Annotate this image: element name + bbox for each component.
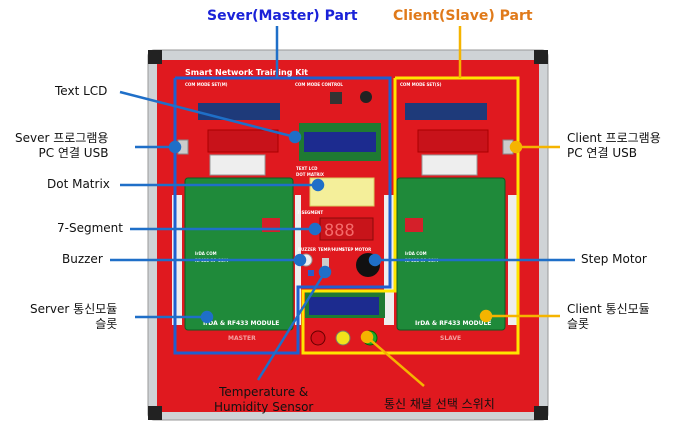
- label-text-lcd: Text LCD: [55, 84, 108, 98]
- control-buzzer: [360, 91, 372, 103]
- board-silkscreen-text: MASTER: [228, 335, 256, 342]
- label-line: Humidity Sensor: [214, 400, 314, 414]
- board-part: [417, 129, 489, 153]
- board-silkscreen-text: IrDA & RF433 MODULE: [203, 320, 279, 327]
- label-server-slot: Server 통신모듈 슬롯: [30, 302, 117, 332]
- board-title: Smart Network Training Kit: [185, 68, 308, 77]
- client-part-outline: [301, 76, 520, 355]
- label-seven-segment: 7-Segment: [57, 221, 123, 235]
- callout-dot: [318, 265, 332, 279]
- label-channel-switch: 통신 채널 선택 스위치: [384, 397, 495, 411]
- client-part-title: Client(Slave) Part: [393, 8, 533, 24]
- board-silkscreen-text: IrDA COM: [405, 251, 427, 256]
- relay-bank-left: [198, 103, 280, 120]
- client-module: [396, 177, 506, 331]
- callout-dot: [168, 140, 182, 154]
- board-silkscreen-text: COM MODE SET(M): [185, 82, 228, 87]
- red-button: [310, 330, 326, 346]
- board-silkscreen-text: 7-SEGMENT: [297, 210, 323, 215]
- temp-humidity-sensor: [322, 258, 329, 268]
- label-line: Client 프로그램용: [567, 131, 661, 145]
- mcu-chip: [330, 92, 342, 104]
- server-module: [184, 177, 294, 331]
- relay-bank-right: [405, 103, 487, 120]
- label-line: Client 통신모듈: [567, 302, 650, 316]
- callout-dot: [293, 253, 307, 267]
- callout-dot: [200, 310, 214, 324]
- board-silkscreen-text: IrDA & RF433 MODULE: [415, 320, 491, 327]
- label-line: Server 통신모듈: [30, 302, 118, 316]
- master-part-title: Sever(Master) Part: [207, 8, 358, 24]
- callout-dot: [308, 222, 322, 236]
- callout-dot: [479, 309, 493, 323]
- label-line: 슬롯: [95, 317, 118, 331]
- callout-dot: [509, 140, 523, 154]
- board-silkscreen-text: DOT MATRIX: [296, 172, 324, 177]
- corner: [534, 406, 548, 420]
- label-line: PC 연결 USB: [567, 146, 637, 160]
- board-silkscreen-text: SLAVE: [440, 335, 461, 342]
- label-line: Temperature &: [219, 385, 309, 399]
- corner: [148, 406, 162, 420]
- connector-left: [209, 154, 266, 176]
- board-part: [198, 103, 280, 120]
- callout-dot: [311, 178, 325, 192]
- yellow-button: [335, 330, 351, 346]
- board-part: [405, 103, 487, 120]
- board-silkscreen-text: STEP MOTOR: [342, 247, 371, 252]
- dot-matrix: [309, 177, 375, 207]
- board-part: [308, 270, 314, 276]
- callout-dot: [368, 253, 382, 267]
- label-line: PC 연결 USB: [38, 146, 109, 160]
- label-buzzer: Buzzer: [62, 252, 103, 266]
- callout-dot: [360, 330, 374, 344]
- board-silkscreen-text: BUZZER: [298, 247, 316, 252]
- label-sever-usb: Sever 프로그램용 PC 연결 USB: [15, 131, 108, 161]
- label-client-usb: Client 프로그램용 PC 연결 USB: [567, 131, 661, 161]
- callout-line: [256, 271, 327, 381]
- label-step-motor: Step Motor: [581, 252, 647, 266]
- board-silkscreen-text: IrDA COM: [195, 251, 217, 256]
- corner: [148, 50, 162, 64]
- board-silkscreen-text: TEMP/HUMI: [318, 247, 344, 252]
- board-part: [207, 129, 279, 153]
- label-temp-humidity: Temperature & Humidity Sensor: [214, 385, 313, 415]
- board-silkscreen-text: 888: [324, 221, 355, 241]
- label-line: 슬롯: [567, 317, 590, 331]
- board-silkscreen-text: COM MODE CONTROL: [295, 82, 343, 87]
- client-callouts: [360, 26, 560, 387]
- callout-line: [119, 90, 296, 139]
- board-part: [405, 218, 423, 232]
- callout-line: [366, 336, 425, 387]
- text-lcd-screen: [304, 132, 376, 152]
- callout-dot: [288, 130, 302, 144]
- connector-right: [421, 154, 478, 176]
- label-client-slot: Client 통신모듈 슬롯: [567, 302, 650, 332]
- board-silkscreen-text: COM MODE SET(S): [400, 82, 442, 87]
- board-silkscreen-text: TEXT LCD: [296, 166, 318, 171]
- corner: [534, 50, 548, 64]
- master-part-outline: [173, 76, 392, 355]
- master-callouts: [110, 26, 575, 381]
- label-dot-matrix: Dot Matrix: [47, 177, 110, 191]
- label-line: Sever 프로그램용: [15, 131, 109, 145]
- channel-lcd: [309, 297, 379, 315]
